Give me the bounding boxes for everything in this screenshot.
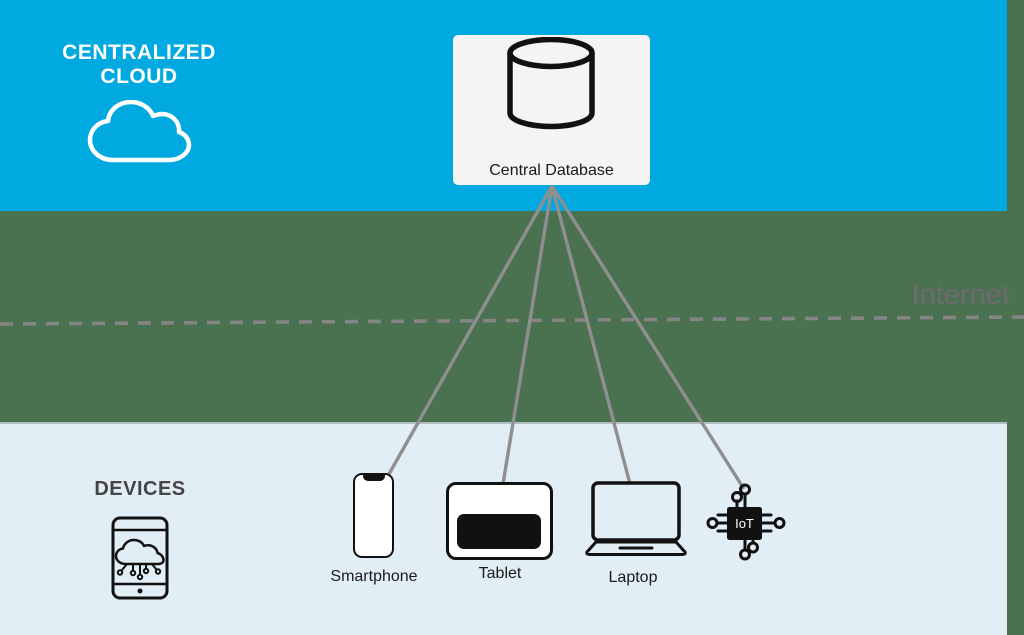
- tablet-screen: [457, 514, 541, 549]
- devices-title: DEVICES: [94, 478, 186, 500]
- smartphone-notch: [362, 474, 385, 481]
- dashed-internet-line: [0, 315, 1024, 326]
- link-database-laptop: [550, 185, 632, 485]
- link-database-smartphone: [387, 185, 554, 475]
- iot-chip-label: IoT: [735, 516, 754, 531]
- central-database-node: Central Database: [453, 35, 650, 185]
- central-database-label: Central Database: [489, 162, 614, 179]
- tablet-label: Tablet: [478, 565, 522, 582]
- centralized-cloud-title-line2: CLOUD: [100, 65, 178, 88]
- link-database-iot: [550, 185, 746, 490]
- laptop-icon: [585, 481, 687, 556]
- link-database-tablet: [501, 185, 554, 485]
- internet-label: Internet: [911, 279, 1010, 311]
- laptop-label: Laptop: [608, 569, 658, 586]
- tablet-icon: [446, 482, 553, 560]
- cloud-icon: [87, 100, 192, 163]
- tablet-cloud-circuit-icon: [111, 516, 169, 600]
- database-icon: [507, 37, 595, 130]
- iot-chip-icon: IoT: [706, 483, 786, 561]
- centralized-cloud-title: CENTRALIZED CLOUD: [39, 41, 239, 89]
- centralized-cloud-title-line1: CENTRALIZED: [62, 41, 216, 64]
- smartphone-icon: [353, 473, 394, 558]
- smartphone-label: Smartphone: [330, 568, 418, 585]
